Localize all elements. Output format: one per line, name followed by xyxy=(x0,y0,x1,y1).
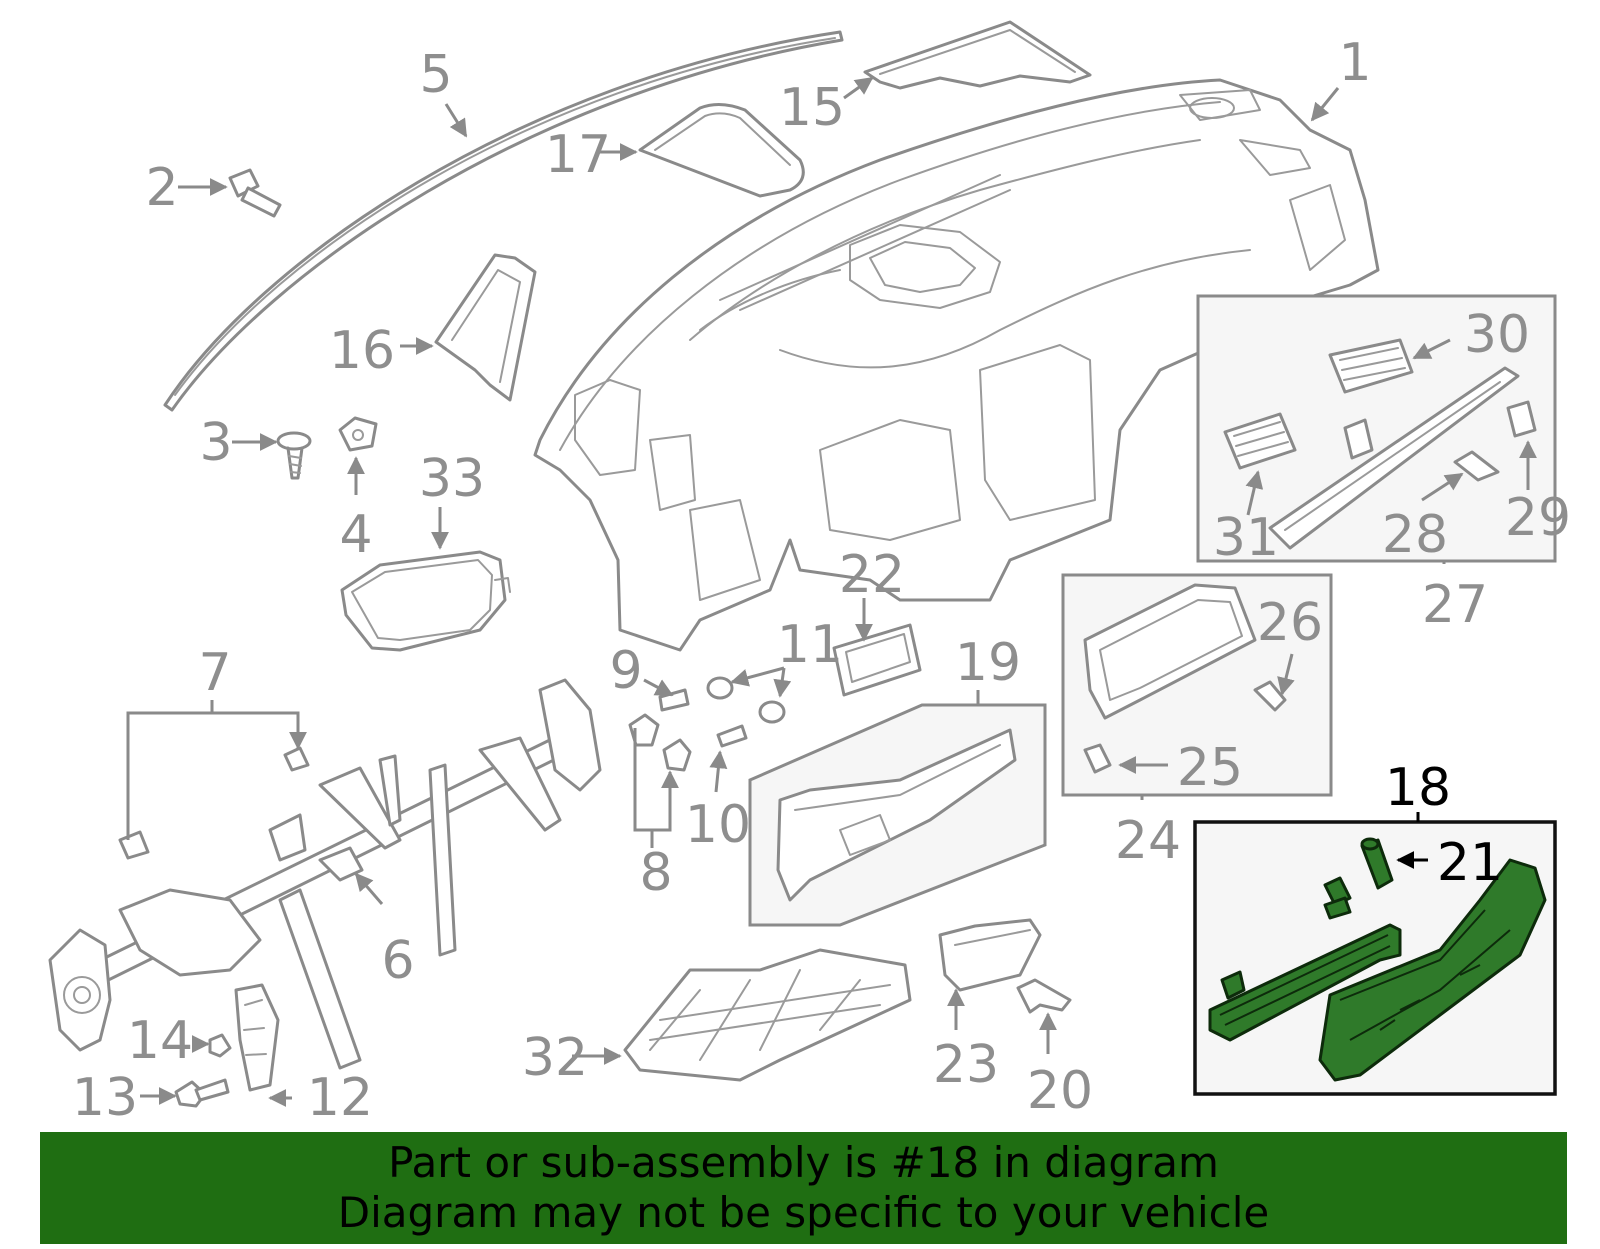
callout-labels: 1 2 3 4 5 6 7 8 9 10 11 12 13 14 15 16 1… xyxy=(72,33,1571,1128)
label-6: 6 xyxy=(381,931,414,991)
leader-lines xyxy=(126,76,1537,1107)
label-33: 33 xyxy=(419,449,485,509)
label-21: 21 xyxy=(1437,833,1503,893)
label-20: 20 xyxy=(1027,1061,1093,1121)
label-3: 3 xyxy=(199,413,232,473)
label-5: 5 xyxy=(419,45,452,105)
label-22: 22 xyxy=(839,545,905,605)
label-25: 25 xyxy=(1177,738,1243,798)
info-banner: Part or sub-assembly is #18 in diagram D… xyxy=(40,1132,1567,1244)
label-26: 26 xyxy=(1257,593,1323,653)
part-1-dashboard xyxy=(533,78,1380,652)
label-24: 24 xyxy=(1115,811,1181,871)
part-27-box xyxy=(1196,294,1557,563)
label-17: 17 xyxy=(545,125,611,185)
label-9: 9 xyxy=(609,641,642,701)
label-8: 8 xyxy=(639,843,672,903)
part-16-tweeter-cover xyxy=(434,253,537,402)
label-10: 10 xyxy=(685,795,751,855)
banner-line-2: Diagram may not be specific to your vehi… xyxy=(337,1188,1270,1237)
cross-car-beam xyxy=(48,676,786,1108)
label-19: 19 xyxy=(955,633,1021,693)
label-1: 1 xyxy=(1338,33,1371,93)
label-4: 4 xyxy=(339,505,372,565)
label-18: 18 xyxy=(1385,758,1451,818)
part-4-clip xyxy=(338,416,378,452)
part-15-upper-panel xyxy=(863,20,1092,90)
label-29: 29 xyxy=(1505,488,1571,548)
label-27: 27 xyxy=(1422,575,1488,635)
part-19-box xyxy=(748,703,1047,927)
part-2-bolt xyxy=(228,168,282,218)
banner-line-1: Part or sub-assembly is #18 in diagram xyxy=(388,1138,1219,1187)
part-33-airbag xyxy=(340,550,511,652)
part-18-highlighted xyxy=(1208,837,1547,1082)
part-17-grille xyxy=(638,103,805,198)
part-32-undercover xyxy=(623,948,912,1082)
part-22-bezel xyxy=(832,623,922,697)
label-11: 11 xyxy=(777,615,843,675)
label-15: 15 xyxy=(779,78,845,138)
part-5-trim-strip xyxy=(163,30,844,412)
label-28: 28 xyxy=(1382,505,1448,565)
label-16: 16 xyxy=(329,321,395,381)
label-30: 30 xyxy=(1464,305,1530,365)
label-12: 12 xyxy=(307,1068,373,1128)
label-14: 14 xyxy=(127,1011,193,1071)
label-31: 31 xyxy=(1213,508,1279,568)
part-3-screw xyxy=(276,431,312,480)
label-7: 7 xyxy=(198,643,231,703)
label-13: 13 xyxy=(72,1068,138,1128)
part-23-duct xyxy=(938,918,1042,992)
label-32: 32 xyxy=(522,1028,588,1088)
label-2: 2 xyxy=(145,158,178,218)
part-20-clip xyxy=(1016,978,1072,1014)
label-23: 23 xyxy=(933,1035,999,1095)
